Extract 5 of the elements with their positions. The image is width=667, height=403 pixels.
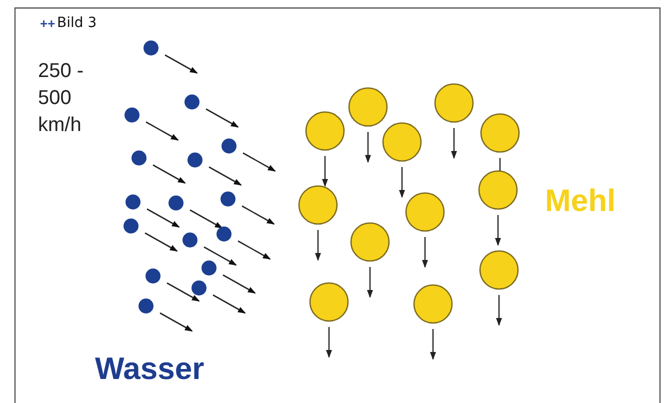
marker-symbol: ++ [40, 16, 56, 31]
flour-label: Mehl [545, 183, 616, 219]
figure-label: Bild 3 [57, 15, 97, 31]
water-label: Wasser [95, 351, 204, 387]
speed-label: 250 - 500 km/h [38, 59, 85, 138]
